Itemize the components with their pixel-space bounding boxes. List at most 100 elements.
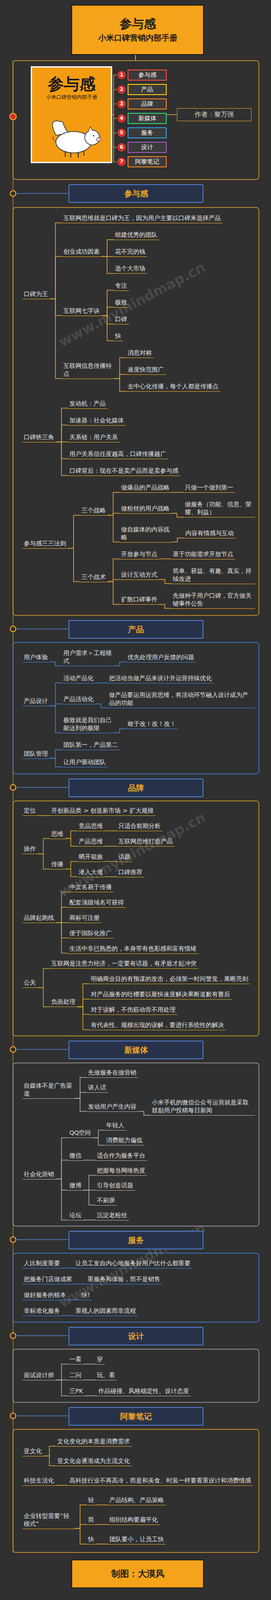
node-text: 用户体验: [23, 652, 49, 661]
header-line: [13, 1333, 69, 1335]
node-text: 口碑: [115, 314, 128, 323]
spine-dot: [10, 1045, 16, 1051]
topic-node: 做产品要运用运营思维，将活动环节融入设计或为产品的功能: [107, 690, 256, 708]
topic-node: 三PK: [67, 1385, 85, 1395]
topic-node: 产品活动化: [61, 694, 96, 704]
node-text: 便于国际化推广: [69, 928, 113, 936]
branch-connector: [49, 682, 62, 705]
topic-node: 微信: [67, 1150, 84, 1160]
callout-number: 1: [117, 70, 126, 80]
branch-connector: [77, 1005, 90, 1013]
node-text: 对于误解，不伤筋动骨不用处理: [90, 1004, 177, 1013]
branch-connector: [159, 578, 172, 583]
topic-node: 有代表性、规模出现的误解，要进行系统性的解决: [89, 1019, 226, 1030]
topic-node: 极致: [113, 298, 129, 308]
node-text: 产品设计: [23, 696, 49, 705]
topic-node: 互联网七字诀: [61, 306, 102, 316]
topic-node: 企业转型需要“轻模式”: [22, 1510, 75, 1528]
node-text: 关系链：用户关系: [69, 432, 119, 441]
book-cover: 参与感小米口碑营销内部手册: [30, 66, 113, 163]
branch-connector: [101, 256, 114, 273]
topic-node: 做爆品的产品战略: [119, 482, 172, 493]
branch-connector: [171, 491, 184, 493]
branch-connector: [77, 997, 90, 1006]
node-text: 互联网七字诀: [63, 306, 101, 315]
topic-node: 文化变化的本质是消费需求: [55, 1435, 132, 1445]
node-text: 企业转型需要“轻模式”: [23, 1510, 74, 1526]
node-text: 互联网信息传播特点: [63, 361, 113, 378]
topic-node: 把服务门店做成家: [22, 1273, 75, 1283]
topic-node: 产品思维: [77, 836, 105, 846]
branch-connector: [95, 681, 108, 683]
node-text: 互联网思维打造产品: [118, 836, 174, 845]
node-text: 服务: [141, 128, 154, 137]
node-text: 只适合前期分析: [118, 820, 162, 829]
branch-connector: [107, 581, 120, 604]
branch-connector: [95, 703, 108, 708]
topic-node: 快: [113, 331, 123, 341]
branch-connector: [114, 357, 127, 379]
topic-node: 参与感三三法则: [22, 538, 68, 549]
section-frame: [13, 799, 259, 1035]
footer-box: 制图：大漠风: [71, 1557, 204, 1587]
topic-node: 对于误解，不伤筋动骨不用处理: [89, 1004, 178, 1014]
watermark: www.mymindmap.cn: [55, 258, 209, 350]
node-text: 用户需求＞工程模式: [63, 648, 113, 664]
node-text: 设计互动方式: [121, 569, 158, 578]
branch-connector: [37, 837, 50, 854]
branch-connector: [61, 1313, 75, 1315]
branch-connector: [55, 1177, 68, 1219]
topic-node: 论坛: [67, 1209, 84, 1220]
topic-node: 组建优秀的团队: [113, 230, 160, 240]
node-text: 互联网思维就是口碑为王，因为用户主要以口碑来选择产品: [63, 213, 222, 222]
node-text: 对产品服务的吐槽要以最快速度解决果断道歉有善后: [90, 989, 231, 997]
callout-number: 2: [117, 85, 126, 94]
node-text: 社会化营销: [23, 1168, 55, 1177]
branch-connector: [55, 441, 68, 475]
node-text: 产品结构、产品策略: [109, 1494, 165, 1503]
toc-item: 参与感: [127, 69, 167, 81]
node-text: 发动机：产品: [69, 399, 107, 407]
topic-node: 对产品服务的吐槽要以最快速度解决果断道歉有善后: [89, 989, 232, 999]
callout-number: 7: [117, 157, 126, 166]
node-text: 极致: [115, 298, 128, 306]
node-text: 创业成功因素: [63, 247, 101, 256]
header-line: [13, 1047, 69, 1049]
topic-node: 口碑背后：现在不是卖产品而是卖参与感: [67, 466, 181, 476]
node-text: 做粉丝的用户战略: [121, 503, 170, 512]
node-text: 参与感: [47, 74, 96, 94]
node-text: 文化变化的本质是消费需求: [57, 1435, 131, 1444]
node-text: 快: [88, 1533, 95, 1542]
topic-node: 关系链：用户关系: [67, 432, 120, 442]
node-text: 设计: [128, 1329, 144, 1341]
topic-node: 产品设计: [22, 696, 50, 706]
branch-connector: [114, 373, 127, 379]
node-text: 参与感三三法则: [23, 538, 67, 547]
spine-dot: [10, 783, 16, 790]
node-text: 口碑推荐: [118, 867, 143, 875]
node-text: 产品思维: [78, 836, 104, 845]
node-text: 速度快范围广: [127, 365, 165, 373]
callout-number: 6: [117, 142, 126, 152]
topic-node: 发动机：产品: [67, 399, 108, 409]
topic-node: 内容有情感与互动: [183, 528, 236, 538]
topic-node: 竞品思维: [77, 820, 105, 831]
section-header: 服务: [68, 1229, 204, 1248]
topic-node: 用户需求＞工程模式: [61, 648, 115, 666]
topic-node: 只适合前期分析: [116, 820, 163, 831]
topic-node: 先做服务在做营销: [86, 1067, 139, 1077]
branch-connector: [92, 1136, 105, 1144]
node-text: 公关: [23, 977, 37, 986]
branch-connector: [37, 967, 50, 987]
branch-connector: [49, 256, 62, 299]
branch-connector: [55, 424, 68, 442]
header-line: [13, 1237, 69, 1239]
topic-node: 一看: [67, 1353, 84, 1363]
branch-connector: [83, 1377, 96, 1379]
node-text: 科技生活化: [23, 1474, 55, 1483]
branch-connector: [74, 1503, 87, 1527]
topic-node: 口碑: [113, 314, 129, 325]
node-text: 花不完的钱: [115, 247, 146, 256]
node-text: 亚文化会逐渐成为主流文化: [57, 1455, 131, 1464]
topic-node: 讲人话: [86, 1082, 109, 1092]
